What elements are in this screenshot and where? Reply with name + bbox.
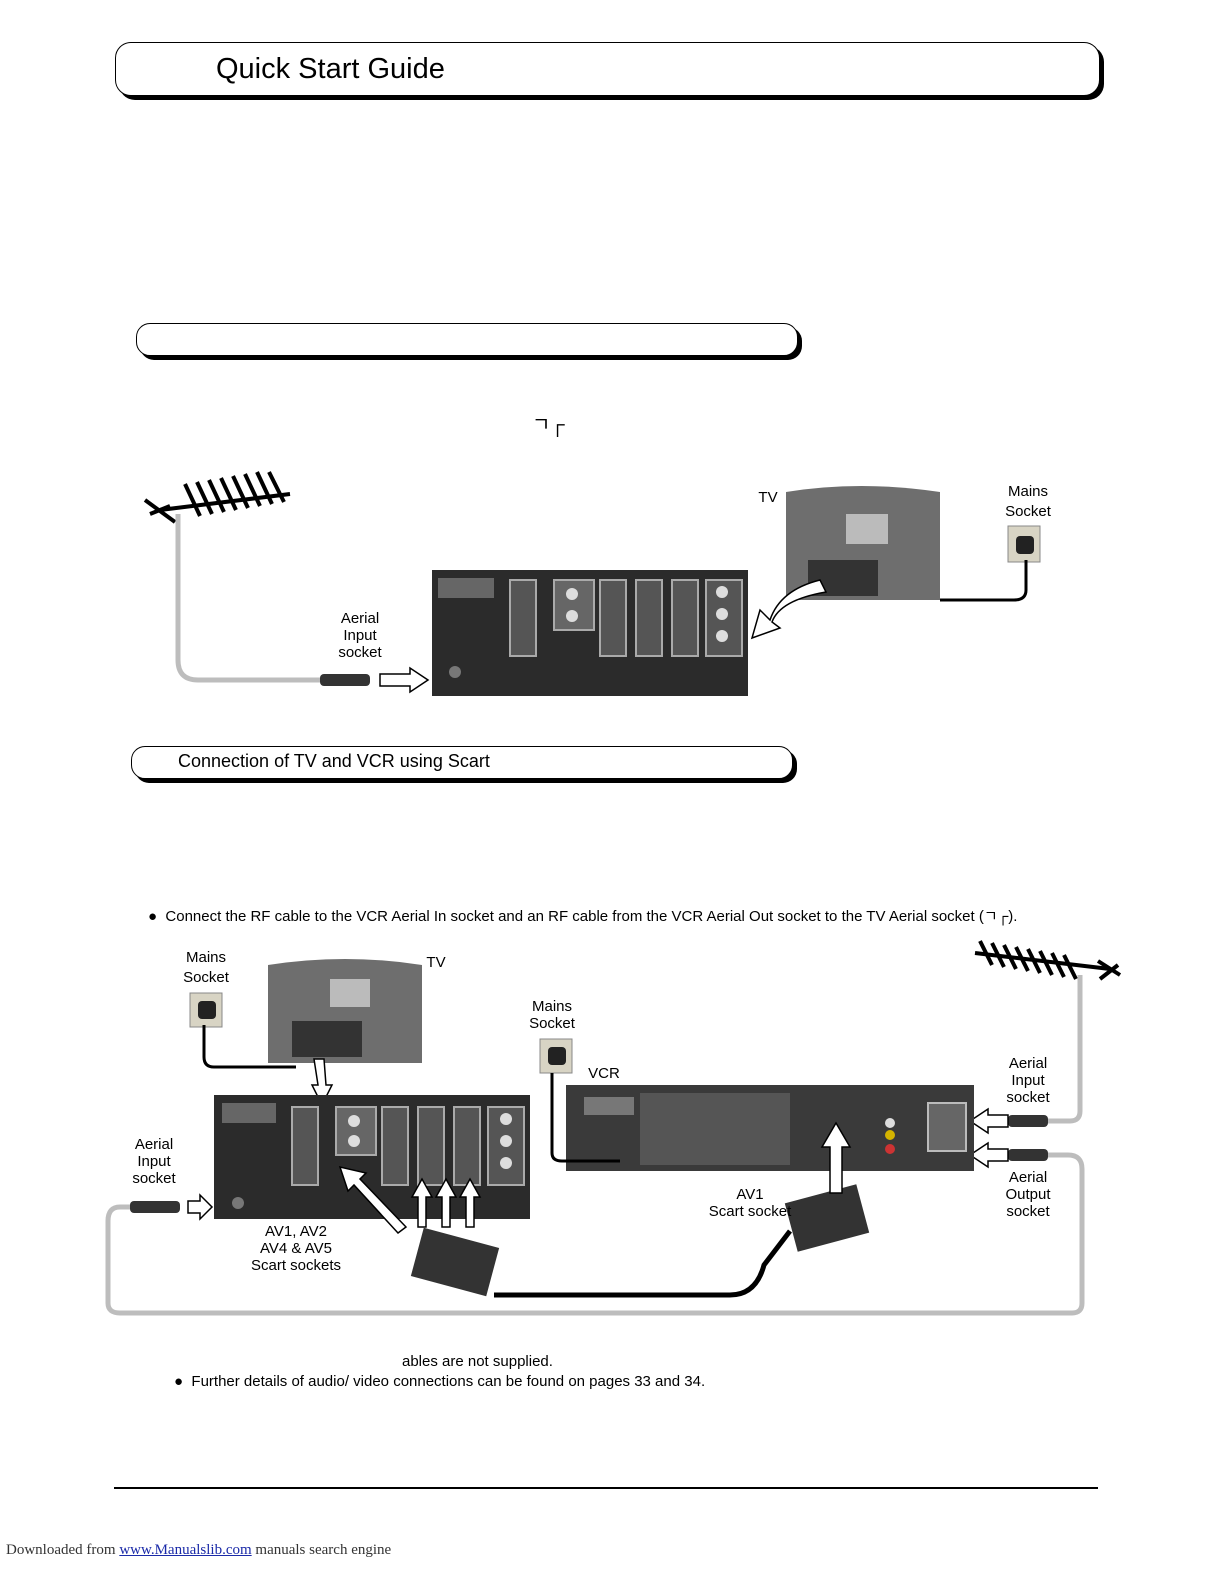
mains-tv-line2: Socket [183,969,229,986]
mains-line2: Socket [1005,503,1051,520]
bullet-dot-2: ● [174,1373,184,1390]
section1-diagram [143,471,1041,696]
bullet-1: ● Connect the RF cable to the VCR Aerial… [148,905,1118,926]
mains-socket-label: Mains Socket [996,482,1060,522]
aerial-input-line3: socket [338,644,382,661]
av1-line1: AV1 [736,1186,764,1203]
diagonal-arrow-icon [338,1165,408,1235]
rf-loop-cable [105,1152,1085,1316]
aerial-symbol-inline: ㄱ┌ [983,908,1009,925]
curved-arrow-icon [750,579,828,640]
section1-banner [136,323,798,356]
mains-vcr-line1: Mains [531,998,572,1015]
aerial-antenna-icon [143,471,291,524]
section2-banner: Connection of TV and VCR using Scart [131,746,793,779]
aerial-input-line1: Aerial [340,610,380,627]
av1-line2: Scart socket [708,1203,792,1220]
left-arrow-icon [968,1107,1009,1135]
scart-plug-right [784,1184,870,1252]
aerial-symbol: ㄱ┌ [532,414,565,436]
rf-cable [175,514,320,683]
aerial-output-line2: Output [1005,1186,1051,1203]
bullet-2-text: Further details of audio/ video connecti… [191,1373,706,1390]
aerial-input-right-line1: Aerial [1008,1055,1048,1072]
mains-wall-socket-tv [189,992,223,1028]
footer-rule [114,1487,1098,1489]
av-sockets-line3: Scart sockets [250,1257,342,1274]
footer-suffix: manuals search engine [251,1542,392,1558]
aerial-antenna-right-icon [974,940,1122,981]
tv-label-2: TV [426,954,446,971]
mains-vcr-label: Mains Socket [520,998,584,1032]
aerial-output-label: Aerial Output socket [996,1169,1060,1220]
cables-note: ables are not supplied. [402,1353,553,1370]
right-arrow-icon [379,666,430,694]
aerial-input-left-line3: socket [132,1170,176,1187]
aerial-input-left-line2: Input [137,1153,171,1170]
right-arrow-icon [187,1193,214,1221]
bullet-2: ● Further details of audio/ video connec… [174,1373,705,1390]
av-sockets-line2: AV4 & AV5 [260,1240,332,1257]
aerial-input-right-label: Aerial Input socket [996,1055,1060,1106]
footer-link[interactable]: www.Manualslib.com [119,1542,252,1558]
aerial-input-line2: Input [343,627,377,644]
section2-diagram [105,940,1122,1316]
mains-line1: Mains [1007,483,1048,500]
rf-in-cable [1040,975,1083,1124]
header-banner: Quick Start Guide [115,42,1100,96]
up-arrow-icon [410,1177,434,1228]
footer-prefix: Downloaded from [6,1542,120,1558]
vcr-label: VCR [588,1065,620,1082]
section2-title: Connection of TV and VCR using Scart [178,751,490,771]
rf-plug [320,674,370,686]
aerial-input-right-line2: Input [1011,1072,1045,1089]
bullet-dot: ● [148,908,158,925]
aerial-input-label: Aerial Input socket [330,610,390,661]
av-sockets-label: AV1, AV2 AV4 & AV5 Scart sockets [236,1223,356,1274]
aerial-output-line1: Aerial [1008,1169,1048,1186]
up-arrow-icon-3 [458,1177,482,1228]
bullet-1-end: ). [1008,908,1018,925]
av1-label: AV1 Scart socket [700,1186,800,1220]
av-sockets-line1: AV1, AV2 [265,1223,327,1240]
scart-cable [494,1229,792,1298]
aerial-input-right-line3: socket [1006,1089,1050,1106]
left-arrow-icon-2 [968,1141,1009,1169]
up-arrow-icon-2 [434,1177,458,1228]
up-arrow-vcr-icon [820,1121,852,1194]
page-title: Quick Start Guide [216,53,445,85]
scart-plug-left [410,1227,500,1297]
footer: Downloaded from www.Manualslib.com manua… [6,1542,391,1559]
aerial-input-left-line1: Aerial [134,1136,174,1153]
aerial-output-line3: socket [1006,1203,1050,1220]
mains-vcr-line2: Socket [529,1015,575,1032]
bullet-1-text: Connect the RF cable to the VCR Aerial I… [165,908,984,925]
tv-label: TV [758,489,778,506]
mains-tv-line1: Mains [185,949,226,966]
mains-tv-label: Mains Socket [174,948,238,988]
aerial-input-left-label: Aerial Input socket [124,1136,184,1187]
mains-cable [940,560,1028,602]
